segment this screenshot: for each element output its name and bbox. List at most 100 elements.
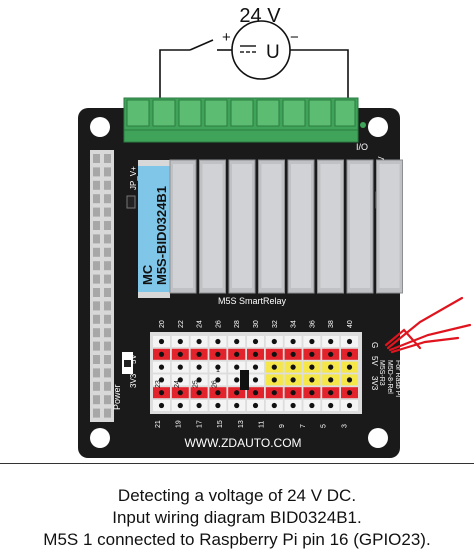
- pin-dot: [252, 338, 259, 345]
- pin-dot: [196, 390, 202, 396]
- right-label-1: M5S-R3: [378, 360, 385, 386]
- website-label: WWW.ZDAUTO.COM: [184, 436, 301, 450]
- pin-dot: [196, 402, 202, 409]
- pin-dot: [328, 351, 334, 357]
- pin-dot: [346, 390, 353, 396]
- pin-dot: [234, 351, 240, 357]
- pin-dot: [177, 351, 183, 357]
- jp-vplus-label: JP_V+: [129, 166, 138, 190]
- pin-dot: [234, 390, 240, 396]
- label-5v: 5V: [129, 354, 138, 364]
- header-pin: [104, 167, 111, 177]
- header-pin: [104, 207, 111, 217]
- header-pin: [93, 328, 100, 338]
- header-pin: [104, 314, 111, 324]
- plus-sign: +: [222, 29, 231, 46]
- header-pin: [104, 261, 111, 271]
- top-pin-number: 22: [178, 320, 185, 328]
- top-pin-number: 28: [234, 320, 241, 328]
- bottom-pin-number: 13: [238, 420, 245, 428]
- top-pin-number: 24: [197, 320, 204, 328]
- pin-matrix: [150, 332, 362, 414]
- header-pin: [93, 247, 100, 257]
- header-pin: [93, 368, 100, 378]
- pin-dot: [309, 338, 315, 345]
- pin-dot: [215, 351, 221, 357]
- pin-dot: [215, 364, 221, 370]
- pin-dot: [196, 351, 202, 357]
- board-diagram: 24 V U + − I/O J: [78, 5, 472, 458]
- top-pin-number: 26: [215, 320, 222, 328]
- dc-source-symbol: U: [231, 20, 291, 80]
- header-pin: [93, 167, 100, 177]
- pin-dot: [290, 390, 296, 396]
- right-label-2: M5D-8-Rel: [386, 360, 393, 394]
- pin-dot: [252, 364, 259, 370]
- header-pin: [104, 288, 111, 297]
- chip-module: M5S-BID0324B1 MC: [138, 160, 170, 298]
- header-pin: [93, 180, 100, 190]
- pin-dot: [177, 377, 183, 383]
- pin-dot: [271, 390, 277, 396]
- header-pin: [104, 355, 111, 364]
- header-pin: [93, 314, 100, 324]
- mount-hole-br: [368, 428, 388, 448]
- io-label: I/O: [356, 142, 368, 152]
- relay-face: [173, 164, 193, 288]
- chip-brand-label: MC: [140, 264, 155, 285]
- chip-model-label: M5S-BID0324B1: [154, 186, 169, 285]
- pin-dot: [234, 364, 240, 370]
- bottom-pin-number: 11: [259, 421, 266, 428]
- pin-dot: [309, 390, 315, 396]
- pin-dot: [271, 338, 277, 345]
- header-pin: [93, 207, 100, 217]
- pin-dot: [328, 338, 334, 345]
- gpio-jumper[interactable]: [240, 370, 249, 390]
- pin-dot: [290, 364, 296, 370]
- header-pin: [93, 234, 100, 244]
- pin-dot: [309, 364, 315, 370]
- pin-dot: [215, 390, 221, 396]
- pin-dot: [346, 338, 353, 345]
- bottom-pin-number: 5: [321, 424, 328, 428]
- jp-vplus-jumper[interactable]: [126, 195, 136, 209]
- pin-dot: [158, 402, 165, 409]
- mid-pin-number: 26: [211, 380, 218, 388]
- header-pin: [93, 381, 100, 391]
- pin-dot: [346, 364, 353, 370]
- pin-dot: [158, 338, 165, 345]
- caption-divider: [0, 463, 474, 464]
- pin-dot: [271, 364, 277, 370]
- header-pin: [104, 341, 111, 351]
- pin-dot: [177, 402, 183, 409]
- header-pin: [93, 408, 100, 418]
- pin-dot: [215, 377, 221, 383]
- caption: Detecting a voltage of 24 V DC. Input wi…: [0, 470, 474, 559]
- bottom-pin-number: 21: [155, 420, 162, 428]
- pin-dot: [309, 351, 315, 357]
- pin-dot: [328, 402, 334, 409]
- minus-sign: −: [290, 29, 299, 46]
- top-pin-number: 38: [328, 320, 335, 328]
- power-label: Power: [112, 384, 122, 410]
- header-pin: [104, 301, 111, 311]
- header-pin: [104, 180, 111, 190]
- header-pin: [93, 355, 100, 364]
- header-pin: [104, 194, 111, 204]
- pin-dot: [196, 364, 202, 370]
- top-pin-number: 36: [309, 320, 316, 328]
- bottom-pin-number: 9: [279, 424, 286, 428]
- relay-face: [379, 164, 400, 288]
- bottom-pin-number: 19: [176, 420, 183, 428]
- relay-face: [232, 164, 252, 288]
- pin-dot: [215, 338, 221, 345]
- pin-dot: [309, 402, 315, 409]
- relay-face: [320, 164, 341, 288]
- pin-dot: [290, 377, 296, 383]
- pin-dot: [328, 390, 334, 396]
- header-pin: [104, 395, 111, 405]
- supply-wiring: [159, 39, 349, 100]
- header-pin: [93, 341, 100, 351]
- pin-dot: [346, 351, 353, 357]
